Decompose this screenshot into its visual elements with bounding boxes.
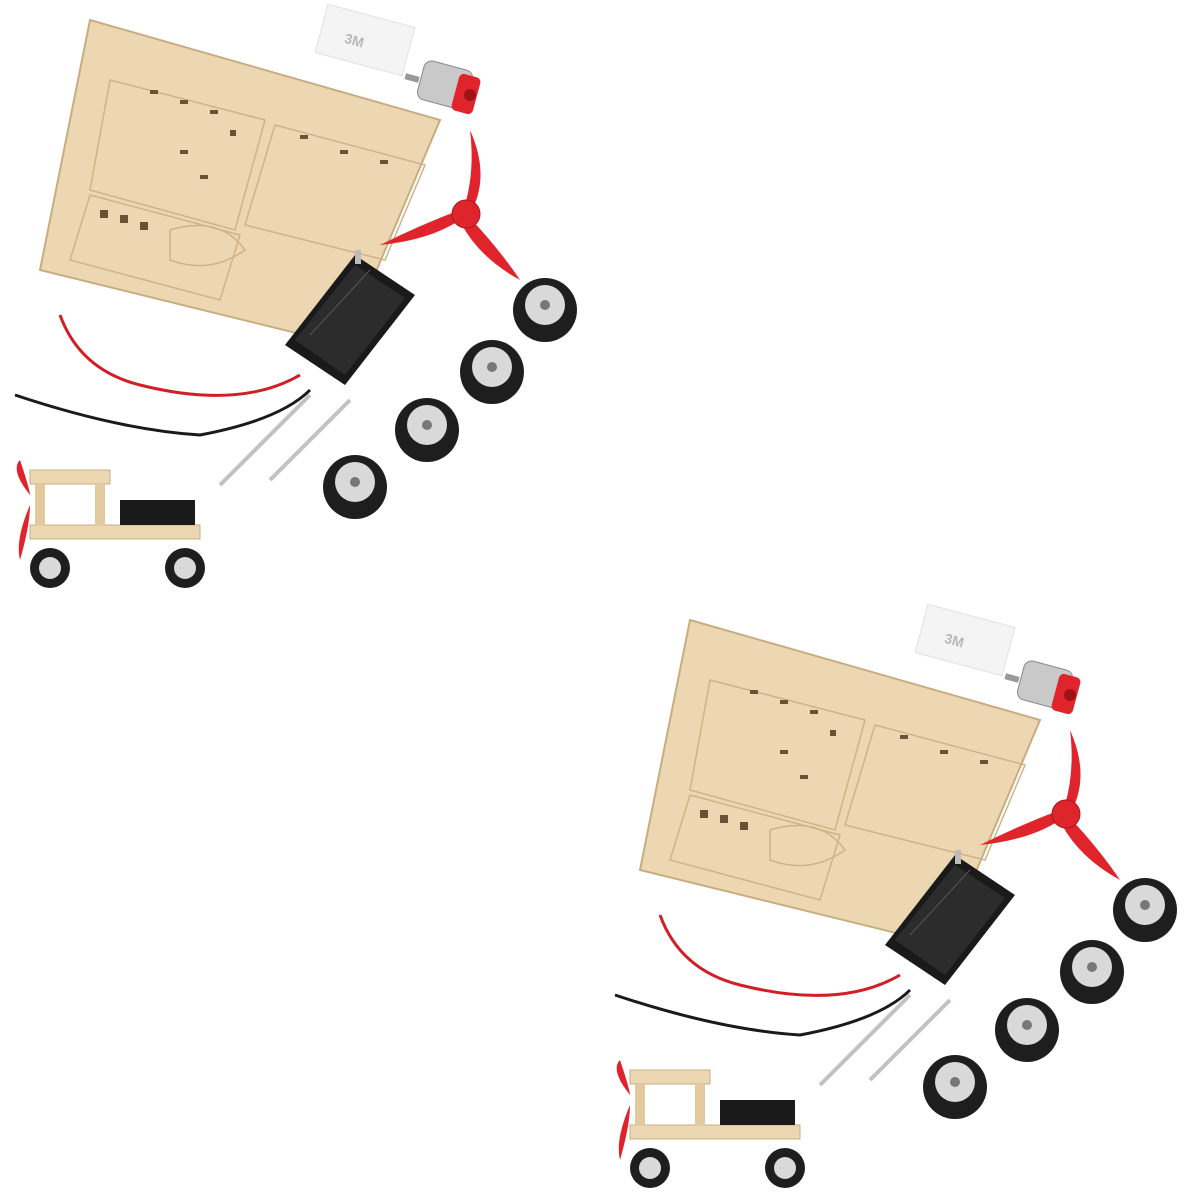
dc-motor — [1004, 660, 1081, 715]
wheel — [1113, 878, 1177, 942]
axle — [818, 993, 912, 1087]
axle — [268, 398, 352, 482]
wheel — [923, 1055, 987, 1119]
battery-holder — [885, 850, 1015, 985]
black-wire — [614, 988, 912, 1037]
adhesive-tape-sticker: 3M — [314, 3, 416, 77]
assembled-car — [16, 460, 205, 588]
axle — [218, 393, 312, 487]
wheel — [460, 340, 524, 404]
wheel — [513, 278, 577, 342]
propeller — [380, 130, 520, 280]
kit-illustration: 3M — [614, 603, 1177, 1188]
propeller — [980, 730, 1120, 880]
wheel — [395, 398, 459, 462]
tape-label: 3M — [943, 630, 966, 650]
wheel — [995, 998, 1059, 1062]
tape-label: 3M — [343, 30, 366, 50]
diy-car-kit: 3M — [600, 600, 1200, 1200]
wheel — [1060, 940, 1124, 1004]
red-wire — [58, 314, 301, 397]
black-wire — [14, 388, 312, 437]
adhesive-tape-sticker: 3M — [914, 603, 1016, 677]
red-wire — [658, 914, 901, 997]
battery-holder — [285, 250, 415, 385]
axle — [868, 998, 952, 1082]
plywood-parts-sheet — [638, 618, 1042, 947]
assembled-car — [616, 1060, 805, 1188]
diy-car-kit: 3M — [0, 0, 600, 600]
kit-illustration: 3M — [14, 3, 577, 588]
dc-motor — [404, 60, 481, 115]
wheel — [323, 455, 387, 519]
